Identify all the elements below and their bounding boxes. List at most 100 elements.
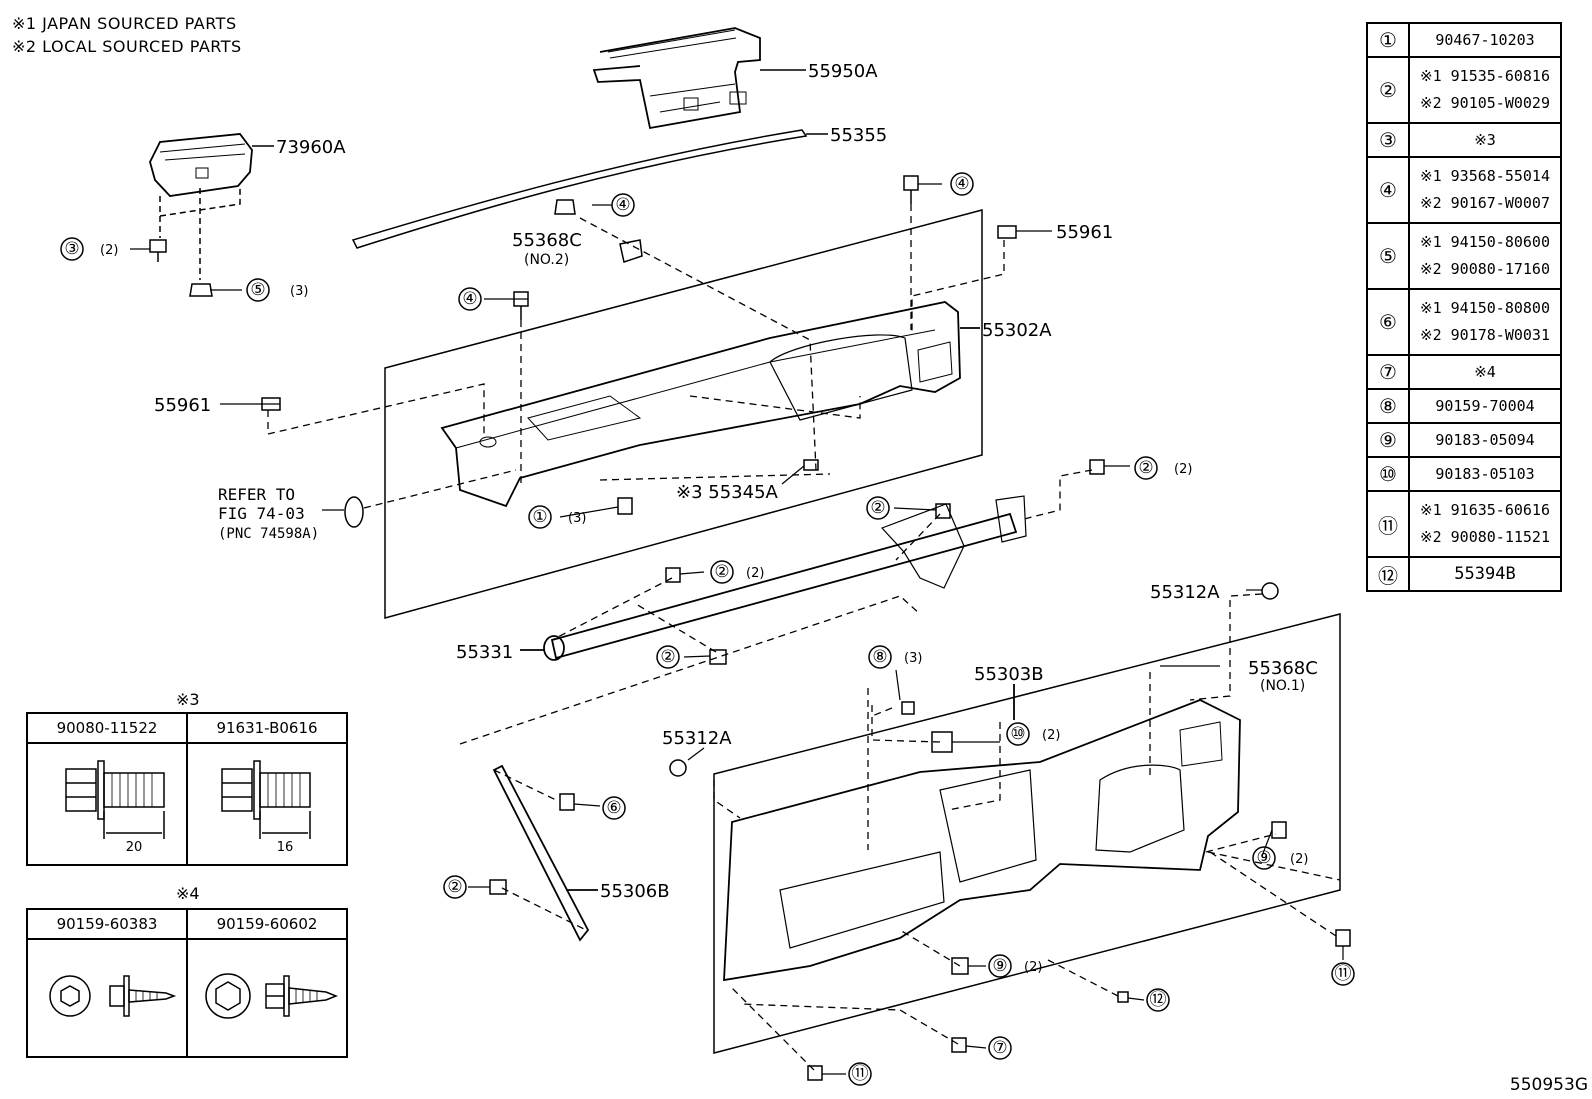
callout-glyph-9b: ⑨ [992,956,1007,976]
callout-3 [60,237,84,261]
key-part-line: 90159-70004 [1435,396,1535,415]
label-55961-left: 55961 [154,395,211,416]
qty-2c: (2) [746,566,764,581]
flange-bolt-drawing-2: 16 [221,760,311,855]
callout-2-mid [866,496,890,520]
key-ref-number: ⑤ [1366,222,1410,290]
label-55306B: 55306B [600,881,670,902]
callout-glyph-12: ⑫ [1150,990,1167,1010]
callout-glyph-2a: ② [1138,458,1153,478]
spec4-table: 90159-60383 90159-60602 [26,908,348,1058]
key-part-line: 90183-05103 [1435,464,1535,483]
spec3-title: ※3 [176,690,200,709]
callout-glyph-11b: ⑪ [852,1064,869,1084]
callout-9-lower [988,954,1012,978]
callout-glyph-6: ⑥ [606,798,621,818]
callout-8 [868,645,892,669]
figure-id: 550953G [1509,1075,1588,1095]
key-row: ③ ※3 [1366,122,1562,158]
qty-5: (3) [290,284,308,299]
key-part-number: 90183-05094 [1408,422,1562,458]
callout-1 [528,505,552,529]
circled-reference-numbers [60,172,1355,1086]
instrument-panel-lower [723,684,1241,982]
key-ref-number: ② [1366,56,1410,124]
label-55345A: ※3 55345A [676,482,779,503]
callout-11-right [1331,962,1355,986]
qty-8: (3) [904,651,922,666]
spec4-title: ※4 [176,884,200,903]
spec4-col2: 90159-60602 [186,908,348,940]
defroster-garnish-strip [351,129,828,249]
key-part-line: ※2 90080-17160 [1420,260,1550,278]
key-part-number: ※3 [1408,122,1562,158]
key-part-number: ※1 91635-60616※2 90080-11521 [1408,490,1562,558]
callout-glyph-4c: ④ [462,289,477,309]
callout-12 [1146,988,1170,1012]
key-row: ⑤ ※1 94150-80600 ※2 90080-17160 [1366,222,1562,290]
callout-2-top-right [1134,456,1158,480]
key-ref-number: ⑧ [1366,388,1410,424]
callout-glyph-2c: ② [714,562,729,582]
label-no2: (NO.2) [524,252,569,268]
key-part-line: ※3 [1474,130,1496,149]
callout-7 [988,1036,1012,1060]
callout-glyph-8: ⑧ [872,647,887,667]
callout-glyph-5: ⑤ [250,280,265,300]
key-part-line: ※2 90080-11521 [1420,528,1550,546]
assembly-guide-lines [267,204,1341,1071]
key-part-number: ※1 91535-60816※2 90105-W0029 [1408,56,1562,124]
key-ref-number: ⑥ [1366,288,1410,356]
label-55312A-right: 55312A [1150,582,1220,603]
key-part-line: ※2 90105-W0029 [1420,94,1550,112]
callout-2-left [710,560,734,584]
callout-2-bracket [443,875,467,899]
key-ref-number: ⑪ [1366,490,1410,558]
callout-5 [246,278,270,302]
qty-10: (2) [1042,728,1060,743]
label-55302A: 55302A [982,320,1052,341]
label-55950A: 55950A [808,61,878,82]
label-55961-top: 55961 [1056,222,1113,243]
key-ref-number: ⑫ [1366,556,1410,592]
side-bracket [492,764,598,942]
callout-4-left [458,287,482,311]
key-row: ⑦ ※4 [1366,354,1562,390]
label-no1: (NO.1) [1260,678,1305,694]
callout-glyph-2d: ② [660,647,675,667]
flange-bolt-drawing-1: 20 [65,760,165,855]
key-part-line: ※4 [1474,362,1496,381]
callout-11-bottom [848,1062,872,1086]
key-ref-number: ③ [1366,122,1410,158]
spec3-dim1: 20 [126,840,143,855]
key-row: ⑥※1 94150-80800※2 90178-W0031 [1366,288,1562,356]
label-55368C-no2: 55368C [512,230,582,251]
key-ref-number: ⑩ [1366,456,1410,492]
defroster-nozzle-part [592,27,806,130]
spec3-col1: 90080-11522 [26,712,188,744]
key-part-line: ※1 93568-55014 [1420,167,1550,185]
refer-line-1: REFER TO [218,485,295,504]
key-ref-number: ⑦ [1366,354,1410,390]
spec4-screw1-cell [26,938,188,1058]
callout-glyph-10: ⑩ [1010,724,1025,744]
lower-assembly-frame [713,613,1341,1054]
key-part-line: 90467-10203 [1435,30,1535,49]
callout-glyph-11a: ⑪ [1335,964,1352,984]
key-part-number: 55394B [1408,556,1562,592]
callout-6 [602,796,626,820]
callout-glyph-3: ③ [64,239,79,259]
key-ref-number: ④ [1366,156,1410,224]
note-local-sourced: ※2 LOCAL SOURCED PARTS [12,37,242,56]
label-55303B: 55303B [974,664,1044,685]
label-55355: 55355 [830,125,887,146]
callout-glyph-4a: ④ [615,195,630,215]
reinforcement-bar [520,495,1027,661]
key-row: ④※1 93568-55014※2 90167-W0007 [1366,156,1562,224]
spec3-col2: 91631-B0616 [186,712,348,744]
callout-glyph-7: ⑦ [992,1038,1007,1058]
key-part-line: ※1 94150-80600 [1420,233,1550,251]
callout-9-right [1252,846,1276,870]
